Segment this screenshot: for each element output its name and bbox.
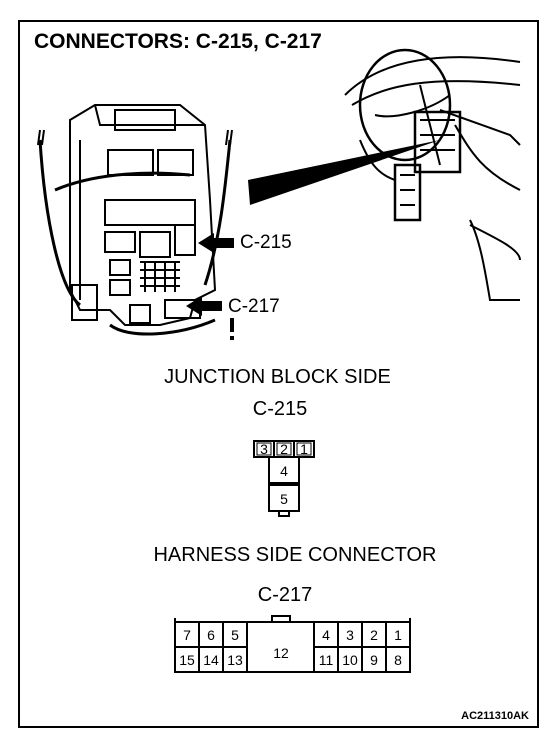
c217-pin-9: 9 (370, 652, 378, 668)
harness-heading: HARNESS SIDE CONNECTOR (153, 544, 437, 566)
c217-pin-15: 15 (179, 652, 195, 668)
harness-connector-label: C-217 (257, 584, 313, 606)
callout-c-217: C-217 (228, 296, 280, 317)
c217-pin-7: 7 (183, 627, 191, 643)
diagram-title: CONNECTORS: C-215, C-217 (34, 30, 322, 53)
c217-pin-1: 1 (394, 627, 402, 643)
c217-pin-13: 13 (227, 652, 243, 668)
c217-pin-6: 6 (207, 627, 215, 643)
c215-pin-3: 3 (260, 441, 268, 457)
c217-pin-5: 5 (231, 627, 239, 643)
c217-pin-12: 12 (273, 645, 289, 661)
c215-pin-4: 4 (280, 463, 288, 479)
c215-pin-1: 1 (300, 441, 308, 457)
c217-pin-14: 14 (203, 652, 219, 668)
figure-code: AC211310AK (461, 710, 529, 722)
c217-pin-3: 3 (346, 627, 354, 643)
junction-connector-label: C-215 (252, 398, 308, 420)
diagram-frame (18, 20, 539, 728)
callout-c-215: C-215 (240, 232, 292, 253)
c215-pin-2: 2 (280, 441, 288, 457)
c217-pin-10: 10 (342, 652, 358, 668)
c217-pin-2: 2 (370, 627, 378, 643)
c217-pin-8: 8 (394, 652, 402, 668)
c217-pin-11: 11 (319, 652, 334, 668)
c215-pin-5: 5 (280, 491, 288, 507)
c217-pin-4: 4 (322, 627, 330, 643)
junction-block-heading: JUNCTION BLOCK SIDE (164, 366, 391, 388)
